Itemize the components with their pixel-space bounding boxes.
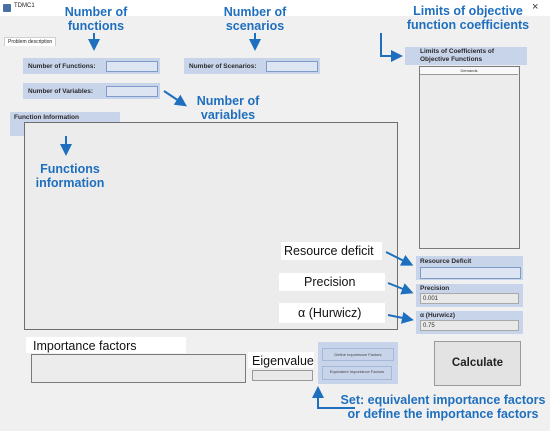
precision-callout: Precision: [304, 275, 356, 289]
set-factors-annotation: Set: equivalent importance factors or de…: [340, 393, 546, 421]
importance-factors-label: Importance factors: [33, 339, 137, 353]
limits-annotation: Limits of objective function coefficient…: [406, 4, 530, 32]
hurwicz-callout-bg: [279, 303, 385, 323]
functions-input[interactable]: [106, 61, 158, 72]
hurwicz-label: α (Hurwicz): [420, 312, 456, 319]
precision-input[interactable]: 0.001: [420, 293, 519, 304]
scenarios-input[interactable]: [266, 61, 318, 72]
function-info-grid[interactable]: [24, 122, 398, 330]
define-importance-factors-button[interactable]: Define Importance Factors: [322, 348, 394, 361]
resource-deficit-label: Resource Deficit: [420, 258, 472, 265]
limits-title: Limits of Coefficients of Objective Func…: [420, 48, 495, 63]
tab-problem-description[interactable]: Problem description: [4, 37, 57, 46]
importance-factors-field[interactable]: [31, 354, 246, 383]
limits-grid[interactable]: [419, 66, 520, 249]
functions-label: Number of Functions:: [28, 63, 96, 70]
calculate-button[interactable]: Calculate: [434, 341, 521, 386]
equivalent-importance-factors-button[interactable]: Equivalent Importance Factors: [322, 366, 392, 380]
window-title: TDMC1: [14, 3, 35, 9]
function-info-title: Function Information: [14, 114, 79, 121]
arrow-hurwicz: [387, 311, 414, 324]
arrow-limits: [380, 33, 403, 62]
precision-label: Precision: [420, 285, 450, 292]
arrow-variables: [163, 90, 187, 107]
app-icon: [3, 4, 11, 12]
close-icon[interactable]: ×: [532, 1, 539, 13]
eigenvalue-label-bg: [248, 352, 314, 368]
hurwicz-callout: α (Hurwicz): [298, 306, 362, 320]
eigenvalue-field[interactable]: [252, 370, 313, 381]
variables-input[interactable]: [106, 86, 158, 97]
tab-strip: [0, 37, 550, 45]
resource-deficit-callout: Resource deficit: [284, 244, 374, 258]
resource-deficit-callout-bg: [281, 242, 382, 260]
demands-column-header[interactable]: Demands: [420, 67, 518, 75]
title-bar: [0, 0, 550, 16]
precision-callout-bg: [279, 273, 385, 291]
arrow-precision: [387, 282, 414, 295]
eigenvalue-label: Eigenvalue: [252, 354, 314, 368]
importance-label-bg: [26, 337, 186, 353]
num-functions-annotation: Number of functions: [64, 5, 128, 33]
hurwicz-input[interactable]: 0.75: [420, 320, 519, 331]
limits-header: [405, 47, 527, 65]
arrow-set-factors: [312, 386, 355, 409]
scenarios-label: Number of Scenarios:: [189, 63, 257, 70]
num-scenarios-annotation: Number of scenarios: [223, 5, 287, 33]
arrow-resource-deficit: [385, 251, 414, 266]
resource-deficit-input[interactable]: [420, 267, 521, 279]
num-variables-annotation: Number of variables: [196, 94, 260, 122]
variables-label: Number of Variables:: [28, 88, 94, 95]
functions-info-annotation: Functions information: [35, 162, 105, 190]
